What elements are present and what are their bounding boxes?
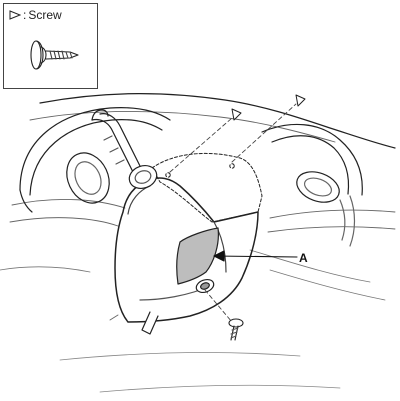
steering-wheel-rim-right (261, 123, 363, 247)
callout-a-label: A (299, 251, 308, 265)
callout-a-arrow (213, 250, 298, 262)
steering-wheel-rim (19, 107, 171, 213)
triangle-pointer-icon (9, 10, 21, 20)
loose-screw-icon (228, 318, 244, 341)
legend: : Screw (3, 3, 98, 89)
legend-label: Screw (28, 8, 62, 22)
screw-marker-icon (231, 108, 242, 121)
screw-marker-icon (295, 94, 306, 107)
legend-row: : Screw (9, 8, 62, 22)
lower-shroud (114, 165, 259, 335)
upper-shroud-dashed (151, 152, 263, 223)
leader-lines (169, 103, 297, 173)
column-stalk (91, 109, 143, 177)
legend-separator: : (23, 8, 27, 22)
leader-line-lower (204, 289, 233, 323)
screw-icon (30, 40, 79, 70)
